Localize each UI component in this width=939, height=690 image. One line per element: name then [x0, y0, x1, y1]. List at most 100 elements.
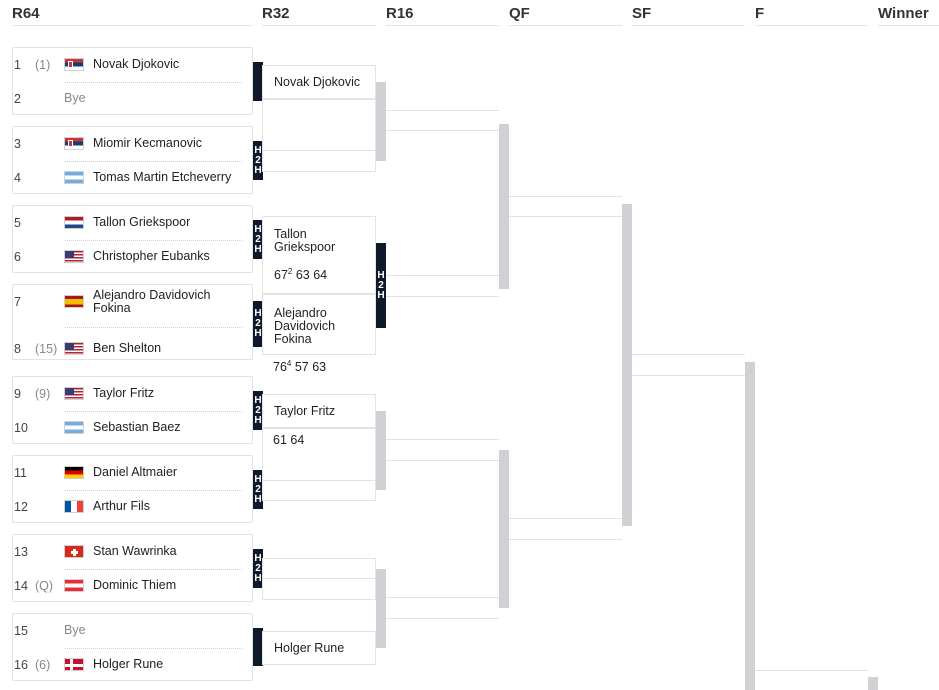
draw-position: 14 [14, 579, 28, 593]
h2h-button[interactable] [253, 628, 263, 666]
player-row[interactable]: 7 Alejandro Davidovich Fokina [13, 288, 252, 315]
match-divider [65, 327, 242, 328]
r32-player-name: Holger Rune [274, 641, 345, 655]
r16-slot-line [386, 618, 499, 619]
seed-tag: (9) [35, 387, 51, 401]
round-header-sf: SF [632, 4, 745, 26]
r32-slot[interactable]: Alejandro Davidovich Fokina [262, 294, 376, 355]
player-row[interactable]: 5 Tallon Griekspoor [13, 213, 252, 233]
r16-slot-line [386, 439, 499, 440]
draw-position: 9 [14, 387, 21, 401]
r32-slot[interactable]: Novak Djokovic [262, 65, 376, 99]
qf-slot-line [509, 196, 622, 197]
bracket-connector [376, 411, 386, 490]
draw-position: 3 [14, 137, 21, 151]
final-slot-line [755, 670, 868, 671]
player-row[interactable]: 16(6)Holger Rune [13, 655, 252, 675]
argentina-flag-icon [64, 171, 84, 184]
player-name: Alejandro Davidovich Fokina [93, 288, 211, 315]
draw-position: 6 [14, 250, 21, 264]
round-header-winner: Winner [878, 4, 939, 26]
round-header-qf: QF [509, 4, 622, 26]
r16-slot-line [386, 597, 499, 598]
r32-player-name: Tallon Griekspoor [274, 227, 336, 254]
qf-slot-line [509, 216, 622, 217]
r32-slot[interactable]: 61 64 [262, 428, 376, 501]
bracket-connector [499, 124, 509, 289]
player-name: Tomas Martin Etcheverry [93, 170, 232, 184]
germany-flag-icon [64, 466, 84, 479]
player-name: Ben Shelton [93, 341, 162, 355]
seed-tag: (1) [35, 58, 51, 72]
netherlands-flag-icon [64, 216, 84, 229]
r32-slot[interactable]: Tallon Griekspoor 672 63 64 [262, 216, 376, 294]
match-divider [65, 411, 242, 412]
draw-position: 2 [14, 92, 21, 106]
austria-flag-icon [64, 579, 84, 592]
usa-flag-icon [64, 387, 84, 400]
r32-slot[interactable] [262, 558, 376, 600]
round-label: R16 [386, 5, 414, 22]
sf-slot-line [632, 354, 745, 355]
seed-tag: (15) [35, 342, 58, 356]
r16-slot-line [386, 130, 499, 131]
r16-slot-line [386, 110, 499, 111]
player-name: Novak Djokovic [93, 57, 180, 71]
seed-tag: (6) [35, 658, 51, 672]
match-divider [65, 648, 242, 649]
r32-slot-line [262, 150, 376, 151]
player-row[interactable]: 4 Tomas Martin Etcheverry [13, 168, 252, 188]
round-label: QF [509, 5, 530, 22]
player-row[interactable]: 9 (9) Taylor Fritz [13, 384, 252, 404]
round-label: Winner [878, 5, 929, 22]
player-row[interactable]: 8(15)Ben Shelton [13, 339, 252, 359]
round-header-f: F [755, 4, 868, 26]
draw-position: 13 [14, 545, 28, 559]
match-score: 61 64 [273, 433, 305, 447]
r32-slot-line [262, 578, 376, 579]
r32-slot[interactable]: Taylor Fritz [262, 394, 376, 428]
player-row[interactable]: 14(Q)Dominic Thiem [13, 576, 252, 596]
round-header-r16: R16 [386, 4, 499, 26]
match-score: 764 57 63 [273, 359, 327, 375]
usa-flag-icon [64, 342, 84, 355]
bracket-connector [745, 362, 755, 690]
r32-player-name: Taylor Fritz [274, 404, 336, 418]
player-name: Tallon Griekspoor [93, 215, 191, 229]
draw-position: 7 [14, 295, 21, 309]
r32-slot[interactable]: Holger Rune [262, 631, 376, 665]
draw-position: 5 [14, 216, 21, 230]
denmark-flag-icon [64, 658, 84, 671]
serbia-flag-icon [64, 58, 84, 71]
player-row[interactable]: 1(1)Novak Djokovic [13, 55, 252, 75]
r32-slot[interactable] [262, 99, 376, 172]
argentina-flag-icon [64, 421, 84, 434]
h2h-button[interactable] [253, 62, 263, 101]
draw-position: 4 [14, 171, 21, 185]
player-name: Taylor Fritz [93, 386, 155, 400]
usa-flag-icon [64, 250, 84, 263]
